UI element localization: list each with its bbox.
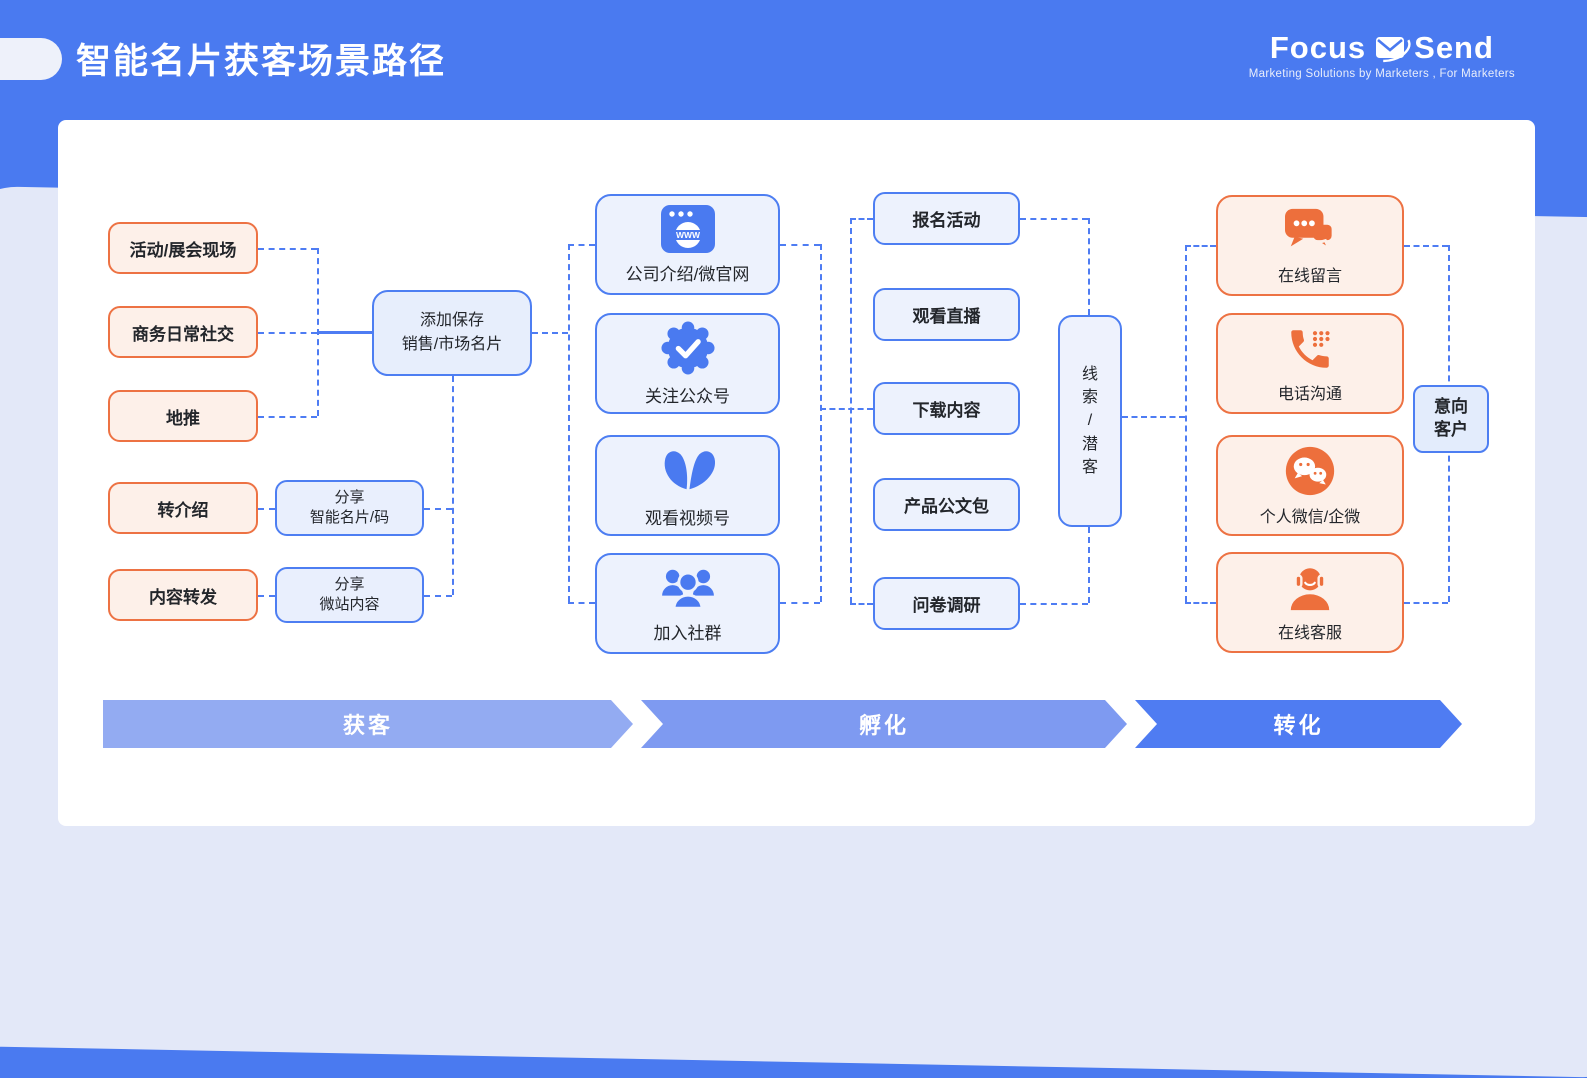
engagement-livestream: 观看直播: [873, 288, 1020, 341]
stage-label: 转化: [1273, 713, 1324, 738]
header-tab-shape: [0, 38, 62, 80]
conversion-label: 电话沟通: [1277, 385, 1342, 403]
page-title: 智能名片获客场景路径: [76, 42, 447, 81]
conversion-label: 在线留言: [1277, 267, 1342, 285]
connector: [568, 602, 595, 604]
logo-text-send: Send: [1414, 30, 1494, 65]
connector: [1185, 245, 1187, 602]
stage-label: 获客: [342, 713, 393, 738]
phone-icon: [1285, 324, 1335, 374]
source-box-event: 活动/展会现场: [108, 222, 258, 274]
diagram-canvas: 活动/展会现场 商务日常社交 地推 转介绍 内容转发 添加保存 销售/市场名片 …: [58, 120, 1535, 826]
source-box-business-social: 商务日常社交: [108, 306, 258, 358]
connector: [1088, 218, 1090, 315]
touchpoint-label: 观看视频号: [645, 508, 730, 528]
lead-char: 客: [1081, 458, 1098, 476]
stage-banner-acquisition: 获客: [103, 700, 633, 748]
share-site-box: 分享 微站内容: [275, 567, 424, 623]
connector: [780, 244, 820, 246]
group-icon: [659, 564, 717, 612]
touchpoint-video-channel: 观看视频号: [595, 435, 780, 536]
intent-customer-box: 意向 客户: [1413, 385, 1489, 453]
connector: [1088, 527, 1090, 603]
wechat-icon: [1284, 445, 1336, 497]
source-box-content-forward: 内容转发: [108, 569, 258, 621]
engagement-signup: 报名活动: [873, 192, 1020, 245]
conversion-label: 在线客服: [1277, 624, 1342, 642]
badge-check-icon: [660, 320, 715, 375]
connector: [452, 376, 454, 595]
connector: [1404, 602, 1448, 604]
source-box-ground-promo: 地推: [108, 390, 258, 442]
support-agent-icon: [1283, 563, 1337, 613]
browser-icon: WWW: [660, 204, 715, 253]
svg-text:WWW: WWW: [675, 230, 700, 240]
engagement-download: 下载内容: [873, 382, 1020, 435]
conversion-support: 在线客服: [1216, 552, 1404, 653]
share-line2: 智能名片/码: [309, 509, 390, 526]
touchpoint-label: 公司介绍/微官网: [625, 264, 750, 284]
connector: [258, 248, 317, 250]
touchpoint-official-account: 关注公众号: [595, 313, 780, 414]
connector: [850, 603, 873, 605]
touchpoint-label: 关注公众号: [645, 386, 730, 406]
intent-line1: 意向: [1434, 397, 1468, 417]
share-card-box: 分享 智能名片/码: [275, 480, 424, 536]
connector: [258, 595, 275, 597]
connector: [780, 602, 820, 604]
share-line2: 微站内容: [319, 596, 380, 613]
conversion-wechat: 个人微信/企微: [1216, 435, 1404, 536]
focussend-logo: Focus Send Marketing Solutions by Market…: [1249, 30, 1515, 80]
connector-solid: [317, 331, 372, 334]
conversion-label: 个人微信/企微: [1259, 508, 1361, 526]
chat-bubbles-icon: [1283, 206, 1337, 256]
engagement-product-kit: 产品公文包: [873, 478, 1020, 531]
video-channels-icon: [656, 443, 720, 497]
conversion-online-message: 在线留言: [1216, 195, 1404, 296]
capture-card-box: 添加保存 销售/市场名片: [372, 290, 532, 376]
capture-line1: 添加保存: [419, 312, 484, 329]
logo-tagline: Marketing Solutions by Marketers , For M…: [1248, 68, 1515, 80]
touchpoint-community: 加入社群: [595, 553, 780, 654]
logo-text-focus: Focus: [1269, 30, 1367, 65]
connector: [568, 244, 570, 602]
connector: [1185, 602, 1216, 604]
connector: [1020, 603, 1088, 605]
lead-char: 潜: [1081, 435, 1098, 453]
conversion-phone: 电话沟通: [1216, 313, 1404, 414]
connector: [258, 332, 317, 334]
stage-label: 孵化: [858, 713, 909, 738]
connector: [1404, 245, 1448, 247]
source-box-referral: 转介绍: [108, 482, 258, 534]
connector: [820, 244, 822, 602]
connector: [258, 416, 317, 418]
connector: [1122, 416, 1185, 418]
connector: [1020, 218, 1088, 220]
connector: [850, 218, 873, 220]
lead-char: 线: [1081, 366, 1098, 384]
connector: [1185, 245, 1216, 247]
connector: [424, 508, 452, 510]
stage-banner-nurture: 孵化: [641, 700, 1127, 748]
share-line1: 分享: [334, 488, 365, 506]
engagement-survey: 问卷调研: [873, 577, 1020, 630]
connector: [258, 508, 275, 510]
intent-line2: 客户: [1434, 420, 1468, 439]
share-line1: 分享: [334, 575, 365, 593]
connector: [568, 244, 595, 246]
touchpoint-label: 加入社群: [653, 623, 722, 643]
envelope-icon: [1368, 31, 1412, 65]
connector: [532, 332, 568, 334]
connector: [820, 408, 873, 410]
lead-char: 索: [1081, 389, 1098, 407]
lead-prospect-box: 线 索 / 潜 客: [1058, 315, 1122, 527]
connector: [850, 218, 852, 603]
stage-banner-conversion: 转化: [1135, 700, 1462, 748]
capture-line2: 销售/市场名片: [401, 336, 503, 353]
touchpoint-website: WWW 公司介绍/微官网: [595, 194, 780, 295]
lead-char: /: [1087, 412, 1093, 430]
connector: [424, 595, 452, 597]
